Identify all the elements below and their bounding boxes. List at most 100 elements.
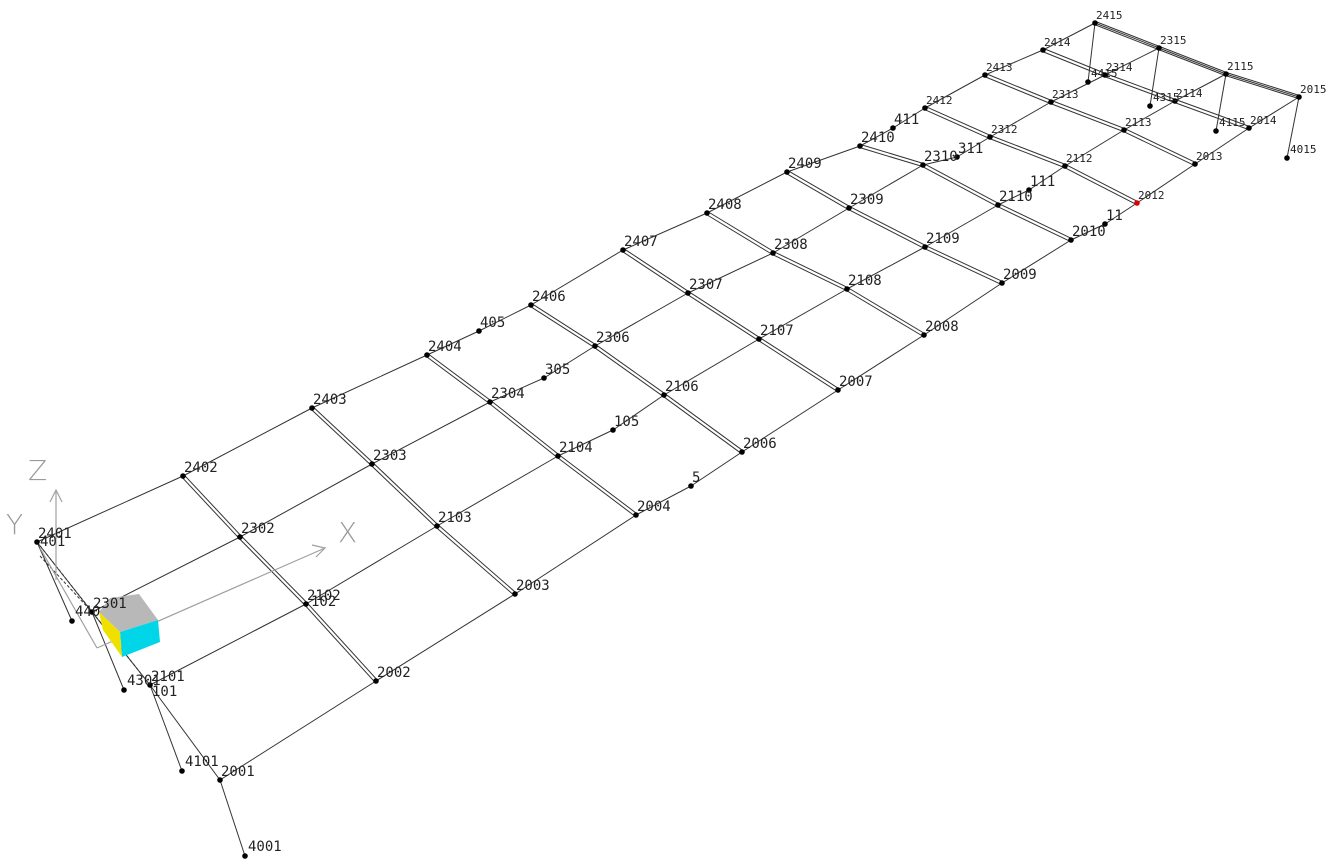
cross-brace-member[interactable] (488, 402, 558, 458)
girder-member-24[interactable] (182, 407, 313, 477)
cross-brace-member[interactable] (1225, 75, 1299, 100)
node-2408[interactable] (704, 210, 710, 216)
cross-brace-member[interactable] (925, 106, 991, 136)
girder-member-23[interactable] (989, 101, 1052, 138)
cross-brace-member[interactable] (705, 213, 773, 255)
node-2113[interactable] (1121, 127, 1127, 133)
node-2314[interactable] (1102, 72, 1108, 78)
end-diaphragm-member[interactable] (149, 684, 221, 781)
node-2315[interactable] (1156, 45, 1162, 51)
end-diaphragm-member[interactable] (1225, 73, 1300, 98)
girder-member-20[interactable] (837, 334, 925, 391)
support-link-member[interactable] (219, 779, 246, 857)
node-2412[interactable] (922, 105, 928, 111)
girder-member-24[interactable] (706, 171, 788, 214)
node-2414[interactable] (1040, 47, 1046, 53)
support-link-member[interactable] (36, 541, 73, 622)
support-link-member[interactable] (1149, 47, 1160, 107)
cross-brace-member[interactable] (531, 303, 597, 346)
cross-brace-member[interactable] (998, 203, 1072, 240)
cross-brace-member[interactable] (922, 165, 998, 207)
cross-brace-member[interactable] (924, 247, 1002, 285)
cross-brace-member[interactable] (707, 211, 775, 253)
node-2406[interactable] (528, 302, 534, 308)
cross-brace-member[interactable] (925, 245, 1003, 283)
girder-member-20[interactable] (1070, 223, 1106, 241)
girder-member-20[interactable] (1194, 127, 1250, 165)
cross-brace-member[interactable] (664, 393, 744, 452)
node-2313[interactable] (1048, 99, 1054, 105)
girder-member-21[interactable] (663, 338, 760, 396)
node-2101[interactable] (147, 682, 153, 688)
node-311[interactable] (954, 154, 960, 160)
cross-brace-member[interactable] (1174, 102, 1249, 130)
node-2307[interactable] (685, 290, 691, 296)
cross-brace-member[interactable] (985, 73, 1052, 101)
node-4101[interactable] (179, 768, 185, 774)
node-2304[interactable] (487, 399, 493, 405)
node-2310[interactable] (920, 162, 926, 168)
cross-brace-member[interactable] (1105, 73, 1176, 100)
girder-member-20[interactable] (690, 451, 743, 487)
girder-member-24[interactable] (892, 107, 926, 129)
cross-brace-member[interactable] (304, 604, 376, 683)
node-4115[interactable] (1213, 128, 1219, 134)
girder-member-24[interactable] (478, 304, 532, 332)
node-2410[interactable] (857, 143, 863, 149)
skew-member[interactable] (39, 555, 93, 613)
girder-member-23[interactable] (848, 164, 924, 209)
cross-brace-member[interactable] (437, 524, 517, 594)
node-2309[interactable] (846, 205, 852, 211)
cross-brace-member[interactable] (556, 456, 636, 517)
cross-brace-member[interactable] (849, 206, 926, 247)
girder-member-23[interactable] (956, 136, 991, 158)
node-2415[interactable] (1092, 20, 1098, 26)
support-link-member[interactable] (149, 684, 183, 772)
node-2107[interactable] (756, 336, 762, 342)
node-2007[interactable] (835, 387, 841, 393)
girder-member-24[interactable] (1042, 22, 1096, 51)
node-2102[interactable] (303, 601, 309, 607)
girder-member-24[interactable] (622, 212, 708, 251)
node-2012[interactable] (1134, 200, 1140, 206)
girder-member-20[interactable] (923, 282, 1003, 336)
girder-member-20[interactable] (514, 514, 637, 595)
girder-member-24[interactable] (984, 49, 1044, 76)
node-2109[interactable] (922, 244, 928, 250)
cross-brace-member[interactable] (984, 76, 1051, 104)
node-11[interactable] (1102, 221, 1108, 227)
cross-brace-member[interactable] (558, 454, 638, 515)
node-2303[interactable] (369, 461, 375, 467)
girder-member-20[interactable] (635, 485, 692, 516)
node-2004[interactable] (633, 512, 639, 518)
cross-brace-member[interactable] (427, 353, 492, 402)
girder-member-23[interactable] (489, 377, 545, 403)
cross-brace-member[interactable] (1094, 24, 1159, 50)
node-2407[interactable] (620, 247, 626, 253)
cross-brace-member[interactable] (621, 250, 688, 295)
node-2103[interactable] (434, 523, 440, 529)
girder-member-23[interactable] (1104, 47, 1160, 76)
cross-brace-member[interactable] (847, 287, 926, 335)
node-2301[interactable] (89, 609, 95, 615)
cross-brace-member[interactable] (1064, 166, 1137, 205)
cross-brace-member[interactable] (529, 305, 595, 348)
node-2106[interactable] (661, 392, 667, 398)
node-4301[interactable] (121, 687, 127, 693)
girder-member-21[interactable] (1028, 165, 1066, 191)
node-2404[interactable] (424, 352, 430, 358)
cross-brace-member[interactable] (845, 289, 924, 337)
cross-brace-member[interactable] (1050, 103, 1124, 132)
node-411[interactable] (890, 125, 896, 131)
node-5[interactable] (688, 483, 694, 489)
node-2001[interactable] (217, 777, 223, 783)
cross-brace-member[interactable] (848, 208, 925, 249)
node-2402[interactable] (180, 473, 186, 479)
end-diaphragm-member[interactable] (36, 541, 93, 613)
node-2302[interactable] (237, 534, 243, 540)
node-2312[interactable] (987, 134, 993, 140)
cross-brace-member[interactable] (989, 138, 1065, 168)
cross-brace-member[interactable] (773, 251, 848, 289)
girder-member-24[interactable] (36, 475, 184, 543)
